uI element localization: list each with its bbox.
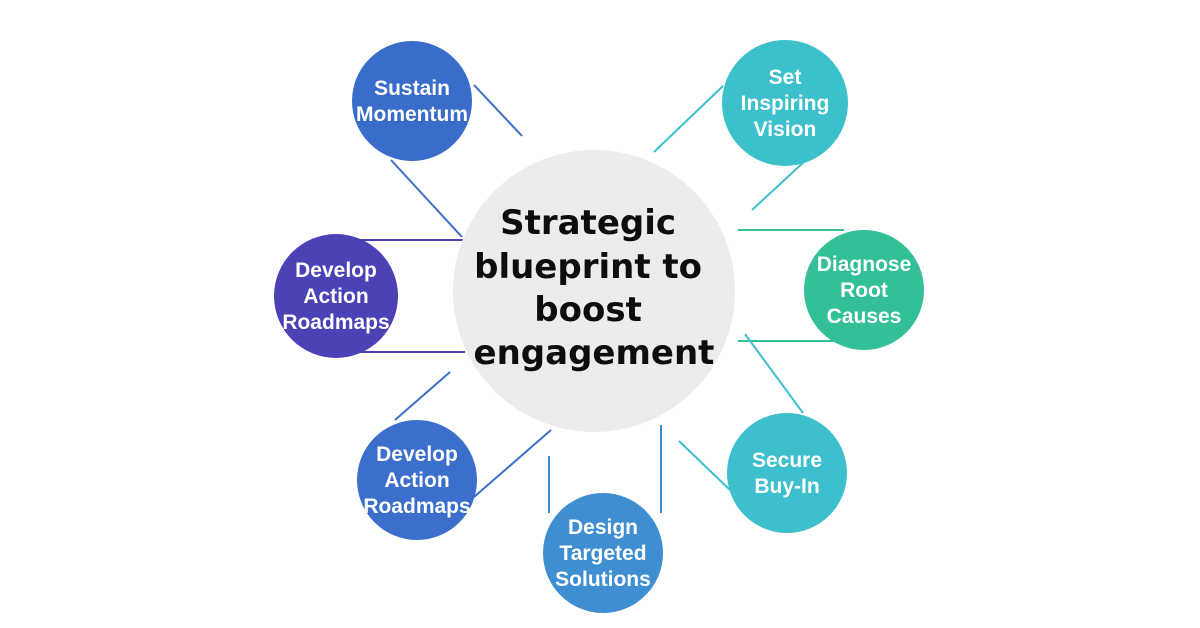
- node-circle-secure-buy-in: [727, 413, 847, 533]
- center-title-line-3: boost: [534, 290, 642, 330]
- node-circle-develop-action-roadmaps-lower: [357, 420, 477, 540]
- node-label-line: Roadmaps: [282, 311, 389, 334]
- node-circle-diagnose-root-causes: [804, 230, 924, 350]
- node-label-line: Buy-In: [754, 475, 819, 498]
- center-title-line-4: engagement: [474, 333, 715, 373]
- node-label-line: Vision: [754, 118, 817, 141]
- node-label-line: Action: [384, 469, 449, 492]
- connector-sustain-momentum-1: [473, 84, 523, 137]
- connector-set-inspiring-vision-2: [751, 159, 807, 211]
- node-circle-sustain-momentum: [352, 41, 472, 161]
- node-label-line: Diagnose: [817, 253, 912, 276]
- connector-develop-action-roadmaps-lower-2: [473, 429, 552, 498]
- node-label-line: Secure: [752, 449, 822, 472]
- connectors: [356, 84, 844, 513]
- node-circle-design-targeted-solutions: [543, 493, 663, 613]
- node-label-line: Action: [303, 285, 368, 308]
- center-hub: Strategic blueprint to boost engagement: [453, 150, 735, 432]
- node-label-line: Develop: [295, 259, 377, 282]
- connector-sustain-momentum-2: [390, 159, 463, 238]
- node-label-line: Design: [568, 516, 638, 539]
- node-circle-set-inspiring-vision: [722, 40, 848, 166]
- center-circle: [453, 150, 735, 432]
- center-title-line-2: blueprint to: [474, 247, 702, 287]
- connector-secure-buy-in-1: [744, 333, 804, 414]
- node-label-line: Sustain: [374, 77, 450, 100]
- connector-develop-action-roadmaps-lower-1: [394, 371, 451, 421]
- node-label-line: Targeted: [559, 542, 646, 565]
- node-label-line: Roadmaps: [363, 495, 470, 518]
- node-label-line: Inspiring: [741, 92, 830, 115]
- node-label-line: Root: [840, 279, 888, 302]
- node-label-line: Develop: [376, 443, 458, 466]
- node-label-line: Momentum: [356, 103, 468, 126]
- center-title: Strategic blueprint to boost engagement: [474, 203, 715, 373]
- connector-secure-buy-in-2: [678, 440, 731, 491]
- node-circle-develop-action-roadmaps-upper: [274, 234, 398, 358]
- node-label-line: Causes: [827, 305, 902, 328]
- connector-set-inspiring-vision-1: [653, 85, 724, 153]
- node-label-line: Solutions: [555, 568, 651, 591]
- center-title-line-1: Strategic: [500, 203, 676, 243]
- node-label-line: Set: [769, 66, 802, 89]
